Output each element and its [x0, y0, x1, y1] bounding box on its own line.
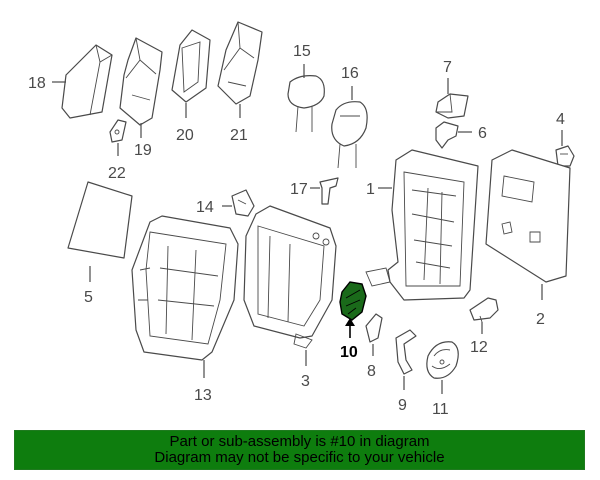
label-19: 19 — [134, 142, 152, 159]
label-21: 21 — [230, 127, 248, 144]
label-6: 6 — [478, 125, 487, 142]
part-3-seat-back-cushion[interactable] — [243, 205, 337, 349]
label-7: 7 — [443, 59, 452, 76]
label-1: 1 — [366, 181, 375, 198]
part-9-curved-trim[interactable] — [395, 329, 417, 375]
label-11: 11 — [432, 401, 449, 418]
label-9: 9 — [398, 397, 407, 414]
part-10-highlighted-bracket[interactable] — [339, 281, 367, 321]
notice-line-1: Part or sub-assembly is #10 in diagram — [169, 433, 430, 450]
part-8-clip[interactable] — [365, 313, 383, 343]
label-4: 4 — [556, 111, 565, 128]
part-5-flat-pad[interactable] — [67, 181, 133, 259]
part-4-bracket[interactable] — [555, 145, 575, 167]
part-21-side-frame[interactable] — [217, 21, 263, 105]
part-12-handle[interactable] — [469, 297, 499, 323]
part-13-seat-back-cover[interactable] — [131, 215, 239, 361]
label-13: 13 — [194, 387, 212, 404]
label-20: 20 — [176, 127, 194, 144]
label-8: 8 — [367, 363, 376, 380]
label-17: 17 — [290, 181, 308, 198]
part-22-clip[interactable] — [109, 119, 127, 143]
part-18-cushion-pad[interactable] — [61, 44, 113, 119]
part-14-bracket[interactable] — [231, 189, 255, 217]
part-16-headrest[interactable] — [331, 101, 368, 169]
part-1-seat-back-frame[interactable] — [365, 149, 479, 301]
label-14: 14 — [196, 199, 214, 216]
part-19-panel-bracket[interactable] — [119, 37, 163, 126]
part-17-guide-sleeve[interactable] — [319, 177, 339, 205]
label-22: 22 — [108, 165, 126, 182]
part-2-back-panel[interactable] — [485, 149, 571, 283]
label-2: 2 — [536, 311, 545, 328]
part-7-latch-cover[interactable] — [435, 93, 469, 119]
notice-line-2: Diagram may not be specific to your vehi… — [154, 449, 445, 466]
part-20-frame-bracket[interactable] — [171, 29, 211, 103]
parts-diagram: 18 19 20 21 22 15 16 7 — [28, 21, 575, 418]
label-15: 15 — [293, 43, 311, 60]
label-3: 3 — [301, 373, 310, 390]
arrow-10-icon — [345, 318, 355, 326]
notice-banner: Part or sub-assembly is #10 in diagram D… — [14, 430, 585, 470]
label-12: 12 — [470, 339, 488, 356]
part-15-headrest[interactable] — [287, 75, 325, 133]
label-5: 5 — [84, 289, 93, 306]
label-10: 10 — [340, 344, 358, 361]
label-18: 18 — [28, 75, 46, 92]
part-11-round-cover[interactable] — [426, 341, 459, 379]
label-16: 16 — [341, 65, 359, 82]
part-6-latch[interactable] — [435, 121, 459, 149]
